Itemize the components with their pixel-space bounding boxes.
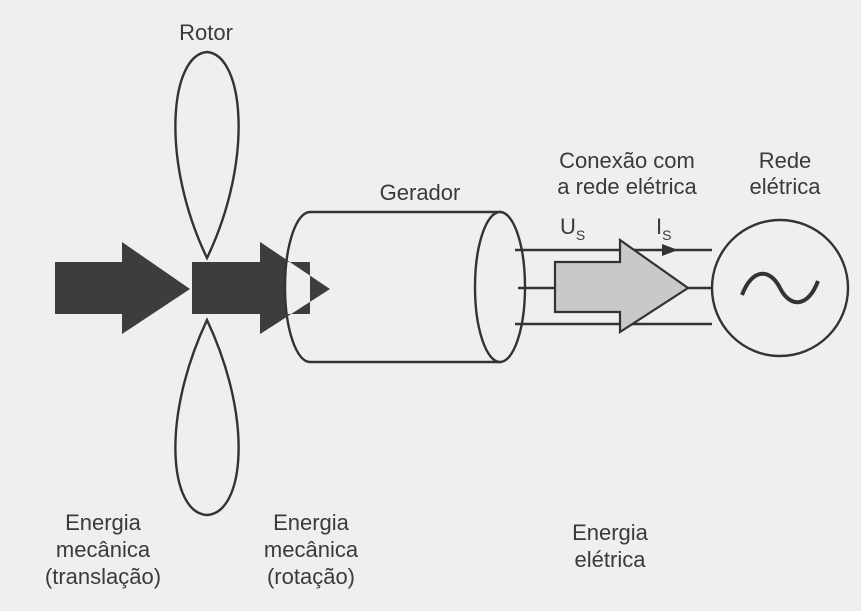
caption-electric: Energia elétrica (572, 520, 649, 572)
rotor-label: Rotor (179, 20, 233, 45)
caption-rotation-line3: (rotação) (267, 564, 355, 589)
caption-translation-line2: mecânica (56, 537, 151, 562)
voltage-symbol-main: U (560, 214, 576, 239)
generator-cylinder-icon (260, 210, 527, 364)
connection-label-line2: a rede elétrica (557, 174, 697, 199)
voltage-symbol: US (560, 214, 585, 243)
caption-translation-line1: Energia (65, 510, 142, 535)
current-symbol: IS (656, 214, 671, 243)
grid-label-line1: Rede (759, 148, 812, 173)
caption-electric-line2: elétrica (575, 547, 647, 572)
generator-label: Gerador (380, 180, 461, 205)
caption-rotation-line2: mecânica (264, 537, 359, 562)
caption-electric-line1: Energia (572, 520, 649, 545)
grid-label-line2: elétrica (750, 174, 822, 199)
mechanical-translation-arrow (55, 242, 190, 334)
current-symbol-sub: S (662, 227, 671, 243)
current-direction-arrowhead (662, 244, 678, 256)
caption-rotation: Energia mecânica (rotação) (264, 510, 359, 589)
electric-energy-arrow (553, 237, 690, 335)
caption-translation: Energia mecânica (translação) (45, 510, 161, 589)
current-symbol-main: I (656, 214, 662, 239)
caption-rotation-line1: Energia (273, 510, 350, 535)
caption-translation-line3: (translação) (45, 564, 161, 589)
connection-label-line1: Conexão com (559, 148, 695, 173)
voltage-symbol-sub: S (576, 227, 585, 243)
rotor-blades-icon (174, 50, 240, 517)
ac-sine-circle-icon (710, 218, 850, 358)
